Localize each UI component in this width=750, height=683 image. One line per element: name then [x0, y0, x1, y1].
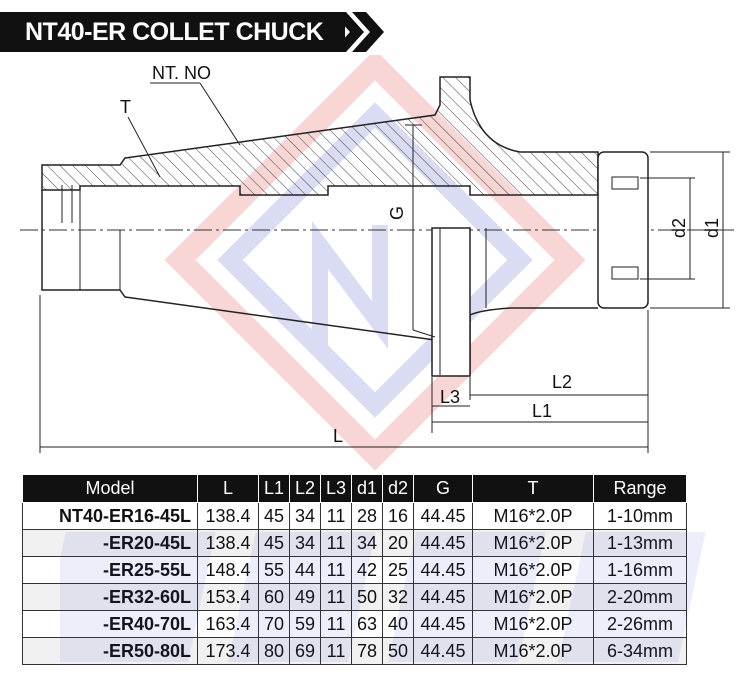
model-cell: -ER40-70L [22, 610, 198, 638]
table-cell: 40 [382, 610, 414, 638]
table-cell: 16 [382, 502, 414, 530]
table-cell: 138.4 [197, 502, 259, 530]
table-cell: 11 [320, 610, 352, 638]
header-t: T [472, 474, 594, 503]
table-cell: 44.45 [413, 556, 473, 584]
table-cell: 153.4 [197, 583, 259, 611]
label-d1: d1 [702, 218, 722, 238]
table-cell: M16*2.0P [472, 610, 594, 638]
table-cell: 11 [320, 583, 352, 611]
table-cell: 45 [258, 502, 290, 530]
model-cell: -ER20-45L [22, 529, 198, 557]
upper-section [41, 76, 599, 196]
table-cell: 70 [258, 610, 290, 638]
collet-nut [597, 151, 649, 309]
table-cell: 20 [382, 529, 414, 557]
table-cell: 34 [289, 529, 321, 557]
table-cell: 44.45 [413, 529, 473, 557]
lower-body [41, 230, 598, 376]
table-cell: 32 [382, 583, 414, 611]
header-l2: L2 [289, 474, 321, 503]
table-cell: 25 [382, 556, 414, 584]
label-l3: L3 [440, 387, 460, 407]
header-l: L [197, 474, 259, 503]
model-cell: -ER32-60L [22, 583, 198, 611]
page-title: NT40-ER COLLET CHUCK [25, 18, 324, 46]
label-l2: L2 [552, 372, 572, 392]
table-cell: 11 [320, 529, 352, 557]
table-cell: M16*2.0P [472, 502, 594, 530]
table-cell: 80 [258, 637, 290, 665]
header-d1: d1 [351, 474, 383, 503]
table-cell: 55 [258, 556, 290, 584]
header-l1: L1 [258, 474, 290, 503]
table-cell: 2-26mm [593, 610, 687, 638]
table-cell: 11 [320, 637, 352, 665]
spec-table: Model L L1 L2 L3 d1 d2 G T Range NT40-ER… [22, 474, 687, 665]
table-cell: 45 [258, 529, 290, 557]
table-cell: 1-10mm [593, 502, 687, 530]
label-t: T [120, 97, 131, 117]
label-nt-no: NT. NO [152, 63, 211, 83]
header-l3: L3 [320, 474, 352, 503]
table-cell: 69 [289, 637, 321, 665]
table-cell: 6-34mm [593, 637, 687, 665]
table-cell: 34 [289, 502, 321, 530]
table-cell: 60 [258, 583, 290, 611]
model-cell: -ER25-55L [22, 556, 198, 584]
label-g: G [387, 206, 407, 220]
label-l1: L1 [532, 401, 552, 421]
label-d2: d2 [669, 218, 689, 238]
model-cell: -ER50-80L [22, 637, 198, 665]
table-cell: 44.45 [413, 502, 473, 530]
table-cell: 11 [320, 556, 352, 584]
table-cell: 1-13mm [593, 529, 687, 557]
table-cell: 34 [351, 529, 383, 557]
header-range: Range [593, 474, 687, 503]
table-cell: M16*2.0P [472, 556, 594, 584]
table-cell: 2-20mm [593, 583, 687, 611]
table-cell: 44 [289, 556, 321, 584]
chevron-right-icon [332, 12, 384, 52]
table-cell: M16*2.0P [472, 583, 594, 611]
table-cell: 44.45 [413, 583, 473, 611]
table-cell: 173.4 [197, 637, 259, 665]
table-cell: 11 [320, 502, 352, 530]
model-cell: NT40-ER16-45L [22, 502, 198, 530]
header-d2: d2 [382, 474, 414, 503]
table-cell: 49 [289, 583, 321, 611]
table-cell: 163.4 [197, 610, 259, 638]
table-cell: 63 [351, 610, 383, 638]
technical-drawing: NT. NO T G d1 d2 L3 L2 L1 L [20, 55, 735, 470]
table-cell: 44.45 [413, 610, 473, 638]
table-cell: 59 [289, 610, 321, 638]
table-cell: 50 [351, 583, 383, 611]
table-header-row: Model L L1 L2 L3 d1 d2 G T Range [22, 474, 687, 503]
table-cell: 50 [382, 637, 414, 665]
table-cell: 78 [351, 637, 383, 665]
header-model: Model [22, 474, 198, 503]
label-l: L [333, 426, 343, 446]
table-cell: 28 [351, 502, 383, 530]
table-cell: 44.45 [413, 637, 473, 665]
table-cell: M16*2.0P [472, 529, 594, 557]
title-bar: NT40-ER COLLET CHUCK [0, 12, 345, 52]
header-g: G [413, 474, 473, 503]
table-cell: 138.4 [197, 529, 259, 557]
table-cell: 148.4 [197, 556, 259, 584]
table-cell: 1-16mm [593, 556, 687, 584]
table-cell: 42 [351, 556, 383, 584]
table-cell: M16*2.0P [472, 637, 594, 665]
